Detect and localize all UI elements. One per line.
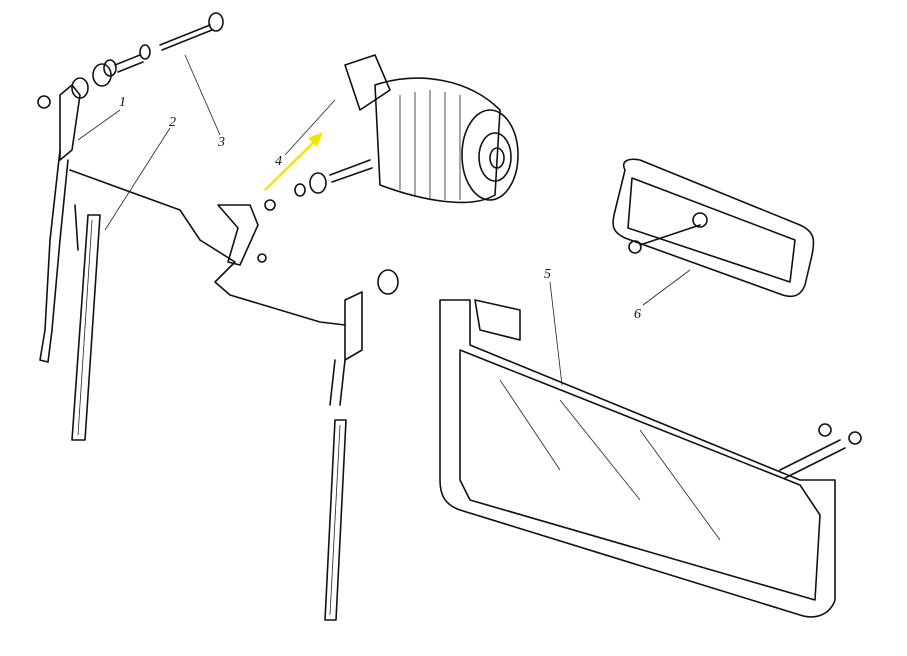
leader-lines bbox=[77, 54, 691, 386]
right-wiper-assembly bbox=[324, 269, 399, 621]
linkage-rod bbox=[69, 169, 346, 326]
wiper-motor bbox=[294, 54, 519, 204]
left-wiper-assembly bbox=[37, 84, 101, 441]
part-label-6: 6 bbox=[634, 307, 641, 322]
part-label-1: 1 bbox=[119, 95, 126, 110]
highlight-arrow bbox=[264, 132, 323, 191]
mounting-bolt-parts bbox=[71, 12, 224, 99]
rear-view-mirror bbox=[612, 158, 815, 298]
part-label-5: 5 bbox=[544, 267, 551, 282]
part-label-2: 2 bbox=[169, 115, 176, 130]
part-label-3: 3 bbox=[217, 135, 225, 150]
part-label-4: 4 bbox=[275, 154, 282, 169]
sun-visor bbox=[439, 299, 862, 618]
